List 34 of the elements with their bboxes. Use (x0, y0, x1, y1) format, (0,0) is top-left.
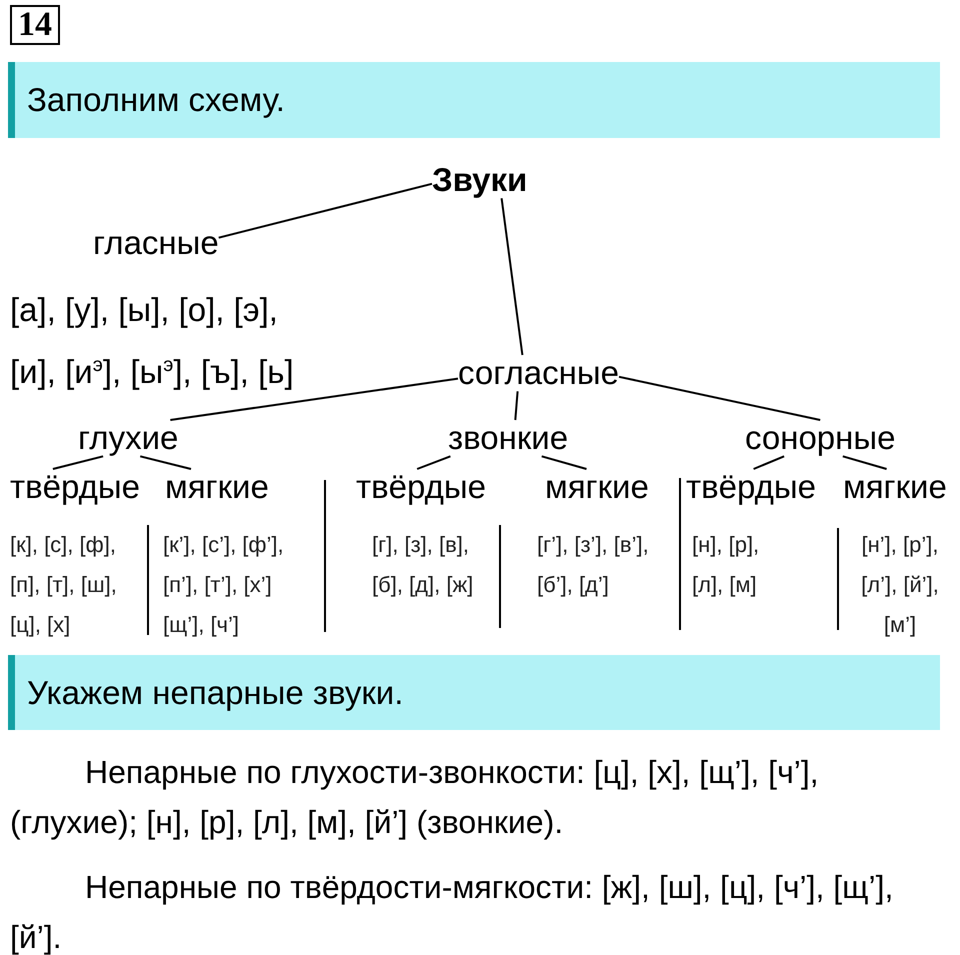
sound-list: [г], [з], [в], [б], [д], [ж] (372, 525, 487, 605)
connector-line (514, 391, 519, 420)
category-label: мягкие (165, 469, 269, 506)
connector-line (842, 455, 887, 470)
category-label: глухие (78, 420, 178, 456)
category-label: мягкие (545, 469, 649, 506)
sound-list: [г’], [з’], [в’], [б’], [д’] (537, 525, 667, 605)
connector-line (170, 378, 458, 421)
category-label: гласные (93, 225, 219, 262)
section-heading: Заполним схему. (27, 81, 285, 119)
category-label: твёрдые (356, 469, 486, 506)
root-label: Звуки (432, 162, 528, 198)
sound-list: [к], [с], [ф], [п], [т], [ш], [ц], [х] (10, 525, 135, 645)
connector-line (618, 376, 820, 421)
sound-list: [н’], [р’], [л’], [й’], [м’] (850, 525, 950, 645)
category-label: звонкие (448, 420, 568, 456)
connector-line (218, 182, 432, 239)
sound-list: [н], [р], [л], [м] (692, 525, 777, 605)
connector-line (500, 198, 524, 356)
category-label: согласные (458, 355, 619, 392)
category-label: мягкие (843, 469, 947, 506)
exercise-number: 14 (10, 5, 60, 45)
connector-line (140, 455, 192, 470)
section-heading: Укажем непарные звуки. (27, 674, 404, 712)
connector-line (541, 455, 587, 470)
category-label: твёрдые (686, 469, 816, 506)
answer-paragraph: Непарные по глухости-звонкости: [ц], [х], [щ’], [ч’], (глухие); [н], [р], [л], [м], [й’] (звонкие). (10, 753, 820, 842)
connector-line (52, 455, 104, 470)
category-label: сонорные (745, 420, 896, 456)
connector-line (416, 455, 451, 470)
connector-line (753, 455, 784, 470)
category-label: твёрдые (10, 469, 140, 506)
answer-paragraph: Непарные по твёрдости-мягкости: [ж], [ш], [ц], [ч’], [щ’], [й’]. (10, 868, 894, 955)
sound-list: [к’], [с’], [ф’], [п’], [т’], [х’] [щ’], [ч’] (163, 525, 303, 645)
